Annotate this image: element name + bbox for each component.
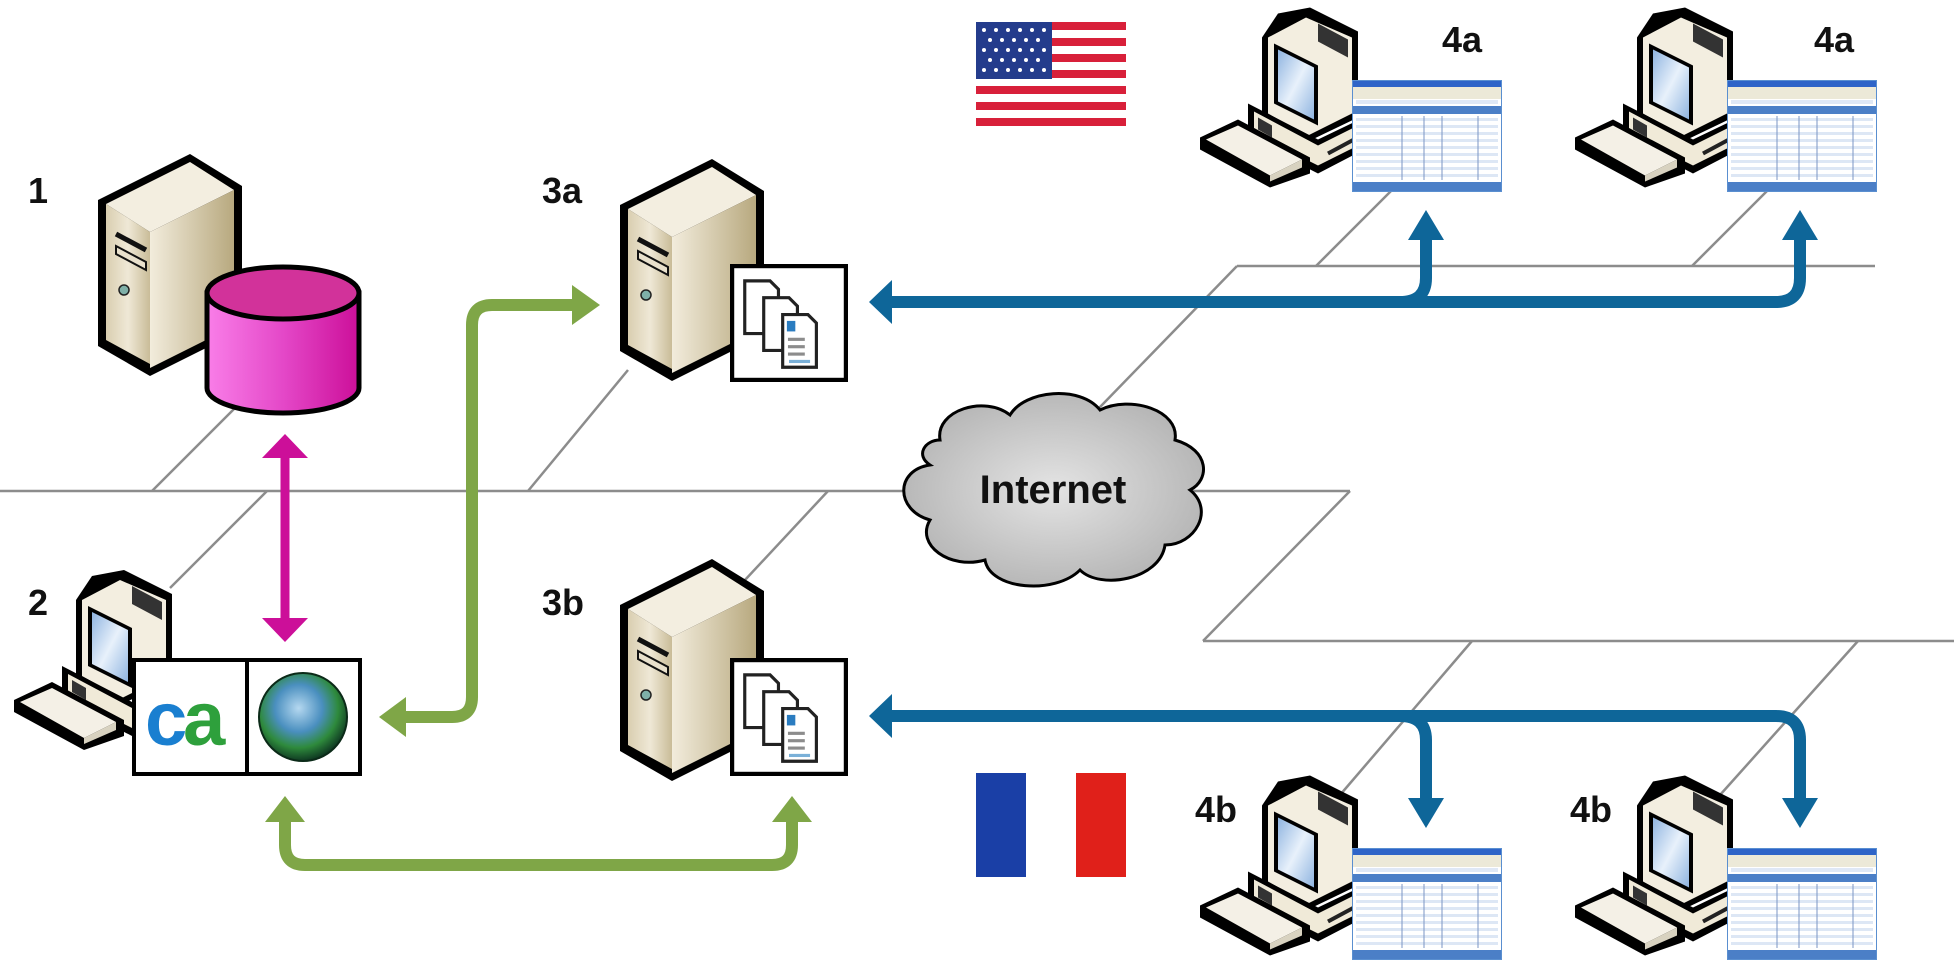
- node-4b-client-2[interactable]: 4b: [1570, 776, 1877, 961]
- reports-icon: [732, 266, 846, 380]
- node-4a-client-2[interactable]: 4a: [1575, 8, 1877, 193]
- drop-node-3b: [744, 490, 829, 581]
- internet-label: Internet: [980, 468, 1127, 512]
- browser-window-icon: [1352, 80, 1502, 192]
- node-4b-label: 4b: [1195, 789, 1237, 830]
- drop-node-4a-2: [1691, 189, 1769, 267]
- arrow-3b-to-clients-4b: [869, 694, 1818, 828]
- us-flag-icon: [976, 22, 1126, 128]
- node-4b-label: 4b: [1570, 789, 1612, 830]
- node-4a-label: 4a: [1814, 19, 1855, 60]
- database-icon: [204, 264, 362, 416]
- node-1-database-server[interactable]: 1: [28, 154, 362, 416]
- internet-cloud: Internet: [902, 392, 1205, 588]
- globe-icon: [258, 672, 348, 762]
- node-3a-report-server[interactable]: 3a: [542, 159, 846, 381]
- node-3b-report-server[interactable]: 3b: [542, 559, 846, 781]
- arrow-workstation-to-3b: [265, 796, 812, 871]
- drop-node-1: [151, 407, 236, 492]
- workstation-icon: [1575, 8, 1743, 188]
- drop-node-4a-1: [1315, 189, 1393, 267]
- workstation-icon: [1200, 8, 1368, 188]
- browser-window-icon: [1727, 848, 1877, 960]
- node-3a-label: 3a: [542, 170, 583, 211]
- app-box: c a: [132, 658, 362, 776]
- arrow-workstation-to-3a: [379, 285, 600, 737]
- node-3b-label: 3b: [542, 582, 584, 623]
- arrow-db-to-workstation: [262, 434, 308, 642]
- browser-window-icon: [1352, 848, 1502, 960]
- ca-logo-icon: c a: [145, 677, 226, 762]
- backbone-line-diagonal: [1202, 490, 1351, 642]
- node-1-label: 1: [28, 170, 48, 211]
- reports-icon: [732, 660, 846, 774]
- node-4a-client-1[interactable]: 4a: [1200, 8, 1502, 193]
- browser-window-icon: [1727, 80, 1877, 192]
- drop-node-2: [169, 490, 268, 589]
- arrow-clients-4a-to-3a: [869, 210, 1818, 324]
- france-flag-icon: [976, 773, 1126, 877]
- svg-text:c: c: [145, 677, 186, 762]
- svg-text:a: a: [183, 677, 226, 762]
- node-2-label: 2: [28, 582, 48, 623]
- node-4b-client-1[interactable]: 4b: [1195, 776, 1502, 961]
- node-2-workstation[interactable]: 2 c a: [12, 570, 362, 776]
- node-4a-label: 4a: [1442, 19, 1483, 60]
- drop-node-3a: [527, 369, 629, 492]
